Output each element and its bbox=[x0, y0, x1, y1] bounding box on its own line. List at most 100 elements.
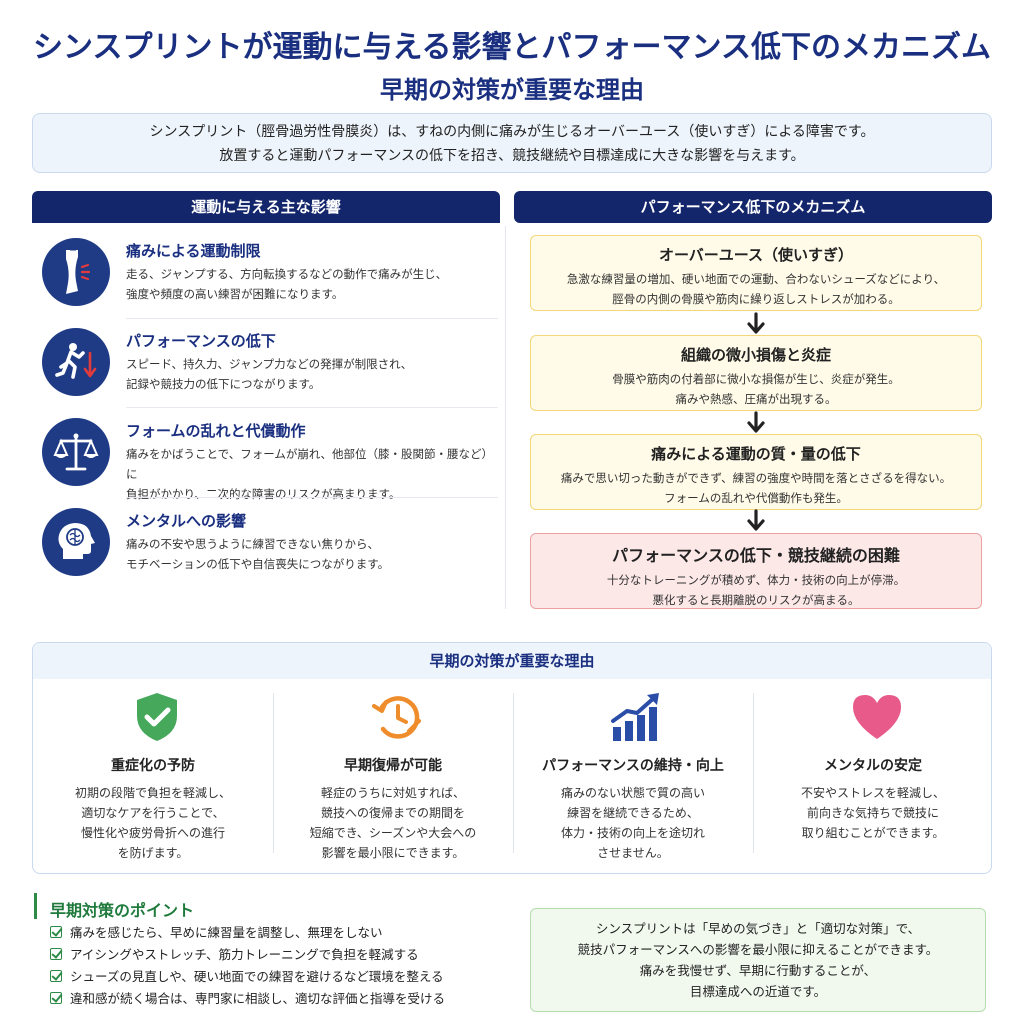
effect-item-mental: メンタルへの影響 痛みの不安や思うように練習できない焦りから、 モチベーションの… bbox=[40, 504, 500, 588]
mechanism-desc-line: 悪化すると長期離脱のリスクが高まる。 bbox=[652, 593, 860, 607]
effect-item-form-breakdown: フォームの乱れと代償動作 痛みをかばうことで、フォームが崩れ、他部位（膝・股関節… bbox=[40, 414, 500, 501]
reason-separator bbox=[753, 693, 754, 853]
effect-separator bbox=[126, 318, 498, 319]
effect-desc-line: 負担がかかり、二次的な障害のリスクが高まります。 bbox=[126, 487, 401, 501]
effect-title: メンタルへの影響 bbox=[126, 512, 247, 530]
points-accent-bar bbox=[34, 893, 37, 919]
reason-desc-line: 軽症のうちに対処すれば、 bbox=[320, 786, 465, 800]
reason-desc-line: 短縮でき、シーズンや大会への bbox=[309, 826, 477, 840]
reason-item-performance: パフォーマンスの維持・向上 痛みのない状態で質の高い 練習を継続できるため、 体… bbox=[513, 687, 753, 867]
mechanism-step-desc: 十分なトレーニングが積めず、体力・技術の向上が停滞。 悪化すると長期離脱のリスク… bbox=[531, 570, 981, 610]
checkbox-icon bbox=[50, 948, 62, 960]
heart-icon bbox=[853, 695, 901, 739]
checkbox-icon bbox=[50, 992, 62, 1004]
reason-desc-line: 痛みのない状態で質の高い bbox=[560, 786, 705, 800]
clock-return-icon bbox=[372, 696, 421, 739]
effect-desc: 痛みをかばうことで、フォームが崩れ、他部位（膝・股関節・腰など）に 負担がかかり… bbox=[126, 444, 498, 504]
effects-header: 運動に与える主な影響 bbox=[32, 191, 500, 223]
summary-line: 競技パフォーマンスへの影響を最小限に抑えることができます。 bbox=[577, 942, 939, 957]
intro-box: シンスプリント（脛骨過労性骨膜炎）は、すねの内側に痛みが生じるオーバーユース（使… bbox=[32, 113, 992, 173]
mechanism-step-desc: 骨膜や筋肉の付着部に微小な損傷が生じ、炎症が発生。 痛みや熱感、圧痛が出現する。 bbox=[531, 369, 981, 409]
point-item: シューズの見直しや、硬い地面での練習を避けるなど環境を整える bbox=[50, 967, 444, 987]
reason-desc: 痛みのない状態で質の高い 練習を継続できるため、 体力・技術の向上を途切れ させ… bbox=[513, 783, 753, 863]
effect-desc-line: 走る、ジャンプする、方向転換するなどの動作で痛みが生じ、 bbox=[126, 267, 448, 281]
point-item: アイシングやストレッチ、筋力トレーニングで負担を軽減する bbox=[50, 945, 419, 965]
points-title: 早期対策のポイント bbox=[50, 901, 195, 920]
point-text: アイシングやストレッチ、筋力トレーニングで負担を軽減する bbox=[70, 947, 419, 962]
summary-line: 目標達成への近道です。 bbox=[689, 984, 827, 999]
effect-desc: 走る、ジャンプする、方向転換するなどの動作で痛みが生じ、 強度や頻度の高い練習が… bbox=[126, 264, 498, 304]
effect-desc: スピード、持久力、ジャンプ力などの発揮が制限され、 記録や競技力の低下につながり… bbox=[126, 354, 498, 394]
down-arrow-icon bbox=[747, 411, 765, 433]
reason-desc-line: 初期の段階で負担を軽減し、 bbox=[74, 786, 231, 800]
reason-desc-line: を防げます。 bbox=[117, 846, 189, 860]
reason-desc-line: 慢性化や疲労骨折への進行 bbox=[80, 826, 225, 840]
checkbox-icon bbox=[50, 970, 62, 982]
reason-separator bbox=[513, 693, 514, 853]
intro-line-2: 放置すると運動パフォーマンスの低下を招き、競技継続や目標達成に大きな影響を与えま… bbox=[219, 148, 805, 164]
effect-desc-line: 記録や競技力の低下につながります。 bbox=[126, 377, 321, 391]
effect-title: 痛みによる運動制限 bbox=[126, 242, 261, 260]
mechanism-step-title: 痛みによる運動の質・量の低下 bbox=[651, 445, 861, 463]
panel-divider bbox=[505, 226, 506, 609]
reason-desc-line: 体力・技術の向上を途切れ bbox=[560, 826, 705, 840]
reason-desc-line: 練習を継続できるため、 bbox=[567, 806, 699, 820]
reason-desc-line: 前向きな気持ちで競技に bbox=[806, 806, 939, 820]
mechanism-desc-line: 骨膜や筋肉の付着部に微小な損傷が生じ、炎症が発生。 bbox=[612, 372, 900, 386]
brain-head-icon bbox=[42, 508, 110, 576]
reason-title: 早期復帰が可能 bbox=[344, 758, 442, 774]
mechanism-step-overuse: オーバーユース（使いすぎ） 急激な練習量の増加、硬い地面での運動、合わないシュー… bbox=[530, 235, 982, 311]
mechanism-desc-line: 痛みで思い切った動きができず、練習の強度や時間を落とさざるを得ない。 bbox=[560, 471, 952, 485]
effect-item-pain-limitation: 痛みによる運動制限 走る、ジャンプする、方向転換するなどの動作で痛みが生じ、 強… bbox=[40, 234, 500, 318]
effect-item-performance-drop: パフォーマンスの低下 スピード、持久力、ジャンプ力などの発揮が制限され、 記録や… bbox=[40, 324, 500, 408]
effect-title: フォームの乱れと代償動作 bbox=[126, 422, 306, 440]
mechanism-header: パフォーマンス低下のメカニズム bbox=[514, 191, 992, 223]
page-subtitle: 早期の対策が重要な理由 bbox=[380, 76, 644, 104]
mechanism-desc-line: フォームの乱れや代償動作も発生。 bbox=[664, 491, 848, 505]
mechanism-step-micro-damage: 組織の微小損傷と炎症 骨膜や筋肉の付着部に微小な損傷が生じ、炎症が発生。 痛みや… bbox=[530, 335, 982, 411]
mechanism-desc-line: 急激な練習量の増加、硬い地面での運動、合わないシューズなどにより、 bbox=[566, 272, 946, 286]
mechanism-step-desc: 急激な練習量の増加、硬い地面での運動、合わないシューズなどにより、 脛骨の内側の… bbox=[531, 269, 981, 309]
down-arrow-icon bbox=[747, 312, 765, 334]
reason-title: メンタルの安定 bbox=[824, 758, 922, 774]
reason-separator bbox=[273, 693, 274, 853]
point-text: 違和感が続く場合は、専門家に相談し、適切な評価と指導を受ける bbox=[70, 991, 446, 1006]
intro-line-1: シンスプリント（脛骨過労性骨膜炎）は、すねの内側に痛みが生じるオーバーユース（使… bbox=[149, 124, 875, 140]
shield-check-icon bbox=[137, 693, 177, 741]
reason-item-mental-stability: メンタルの安定 不安やストレスを軽減し、 前向きな気持ちで競技に 取り組むことが… bbox=[753, 687, 993, 867]
down-arrow-icon bbox=[747, 509, 765, 531]
point-text: 痛みを感じたら、早めに練習量を調整し、無理をしない bbox=[70, 925, 383, 940]
growth-chart-icon bbox=[611, 693, 659, 741]
reason-item-prevention: 重症化の予防 初期の段階で負担を軽減し、 適切なケアを行うことで、 慢性化や疲労… bbox=[33, 687, 273, 867]
reason-desc-line: 適切なケアを行うことで、 bbox=[81, 806, 225, 820]
reason-title: パフォーマンスの維持・向上 bbox=[542, 758, 724, 774]
point-item: 違和感が続く場合は、専門家に相談し、適切な評価と指導を受ける bbox=[50, 989, 445, 1009]
reason-title: 重症化の予防 bbox=[111, 758, 195, 774]
runner-decline-icon bbox=[42, 328, 110, 396]
reason-desc-line: 取り組むことができます。 bbox=[801, 826, 945, 840]
effect-desc-line: 痛みの不安や思うように練習できない焦りから、 bbox=[126, 537, 379, 551]
reason-desc-line: 競技への復帰までの期間を bbox=[320, 806, 465, 820]
effect-separator bbox=[126, 497, 498, 498]
checkbox-icon bbox=[50, 926, 62, 938]
mechanism-desc-line: 痛みや熱感、圧痛が出現する。 bbox=[675, 392, 837, 406]
reason-desc: 不安やストレスを軽減し、 前向きな気持ちで競技に 取り組むことができます。 bbox=[753, 783, 993, 843]
effect-desc-line: 痛みをかばうことで、フォームが崩れ、他部位（膝・股関節・腰など）に bbox=[126, 447, 493, 481]
effect-title: パフォーマンスの低下 bbox=[126, 332, 276, 350]
reason-item-early-return: 早期復帰が可能 軽症のうちに対処すれば、 競技への復帰までの期間を 短縮でき、シ… bbox=[273, 687, 513, 867]
mechanism-step-title: パフォーマンスの低下・競技継続の困難 bbox=[612, 546, 900, 565]
effect-desc-line: モチベーションの低下や自信喪失につながります。 bbox=[126, 557, 390, 571]
point-item: 痛みを感じたら、早めに練習量を調整し、無理をしない bbox=[50, 923, 383, 943]
reason-desc-line: 不安やストレスを軽減し、 bbox=[800, 786, 945, 800]
reasons-header: 早期の対策が重要な理由 bbox=[33, 643, 991, 679]
mechanism-step-title: オーバーユース（使いすぎ） bbox=[658, 246, 854, 264]
summary-line: シンスプリントは「早めの気づき」と「適切な対策」で、 bbox=[595, 921, 921, 936]
reason-desc-line: 影響を最小限にできます。 bbox=[321, 846, 465, 860]
balance-scale-icon bbox=[42, 418, 110, 486]
summary-line: 痛みを我慢せず、早期に行動することが、 bbox=[639, 963, 877, 978]
reason-desc: 初期の段階で負担を軽減し、 適切なケアを行うことで、 慢性化や疲労骨折への進行 … bbox=[33, 783, 273, 863]
effect-desc-line: スピード、持久力、ジャンプ力などの発揮が制限され、 bbox=[126, 357, 413, 371]
mechanism-desc-line: 脛骨の内側の骨膜や筋肉に繰り返しストレスが加わる。 bbox=[612, 292, 900, 306]
point-text: シューズの見直しや、硬い地面での練習を避けるなど環境を整える bbox=[70, 969, 444, 984]
mechanism-step-title: 組織の微小損傷と炎症 bbox=[680, 346, 831, 364]
